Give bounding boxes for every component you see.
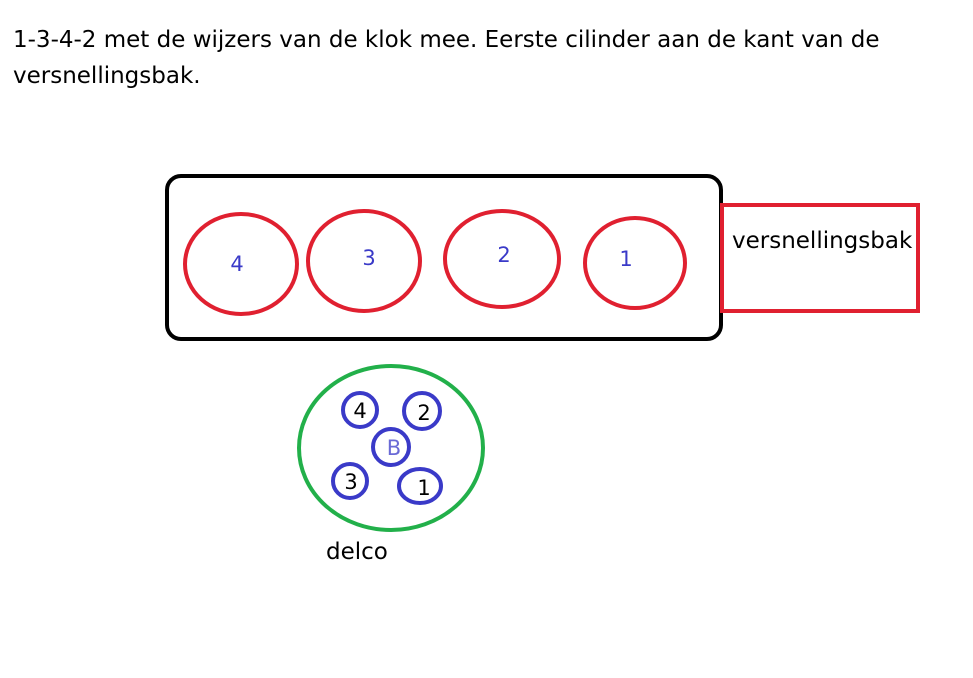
terminal-3 — [331, 462, 369, 500]
terminal-label: 3 — [344, 470, 357, 494]
terminal-label: 1 — [417, 476, 430, 500]
distributor-label: delco — [326, 539, 388, 565]
distributor-center-label: B — [387, 436, 401, 460]
distributor-cap — [297, 364, 485, 532]
terminal-label: 2 — [417, 401, 430, 425]
distributor-center — [371, 427, 411, 467]
cylinder-4 — [183, 212, 299, 316]
cylinder-2 — [443, 209, 561, 309]
cylinder-label: 3 — [362, 246, 375, 270]
terminal-2 — [402, 391, 442, 431]
gearbox-label: versnellingsbak — [732, 228, 913, 254]
terminal-1 — [397, 467, 443, 505]
cylinder-label: 4 — [230, 252, 243, 276]
cylinder-3 — [306, 209, 422, 313]
gearbox-box — [720, 203, 920, 313]
instruction-text: 1-3-4-2 met de wijzers van de klok mee. … — [13, 27, 880, 89]
terminal-label: 4 — [353, 399, 366, 423]
terminal-4 — [341, 391, 379, 429]
cylinder-label: 2 — [497, 243, 510, 267]
cylinder-1 — [583, 216, 687, 310]
cylinder-label: 1 — [619, 247, 632, 271]
